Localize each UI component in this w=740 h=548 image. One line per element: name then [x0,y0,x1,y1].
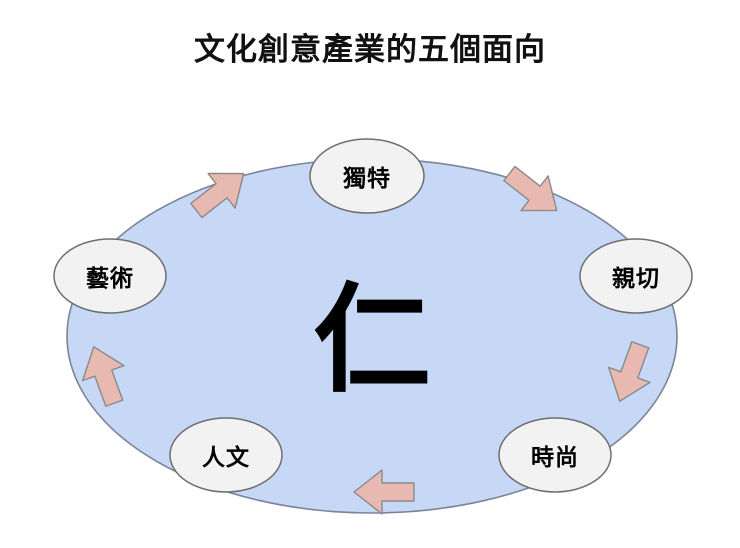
page-title: 文化創意產業的五個面向 [194,32,546,68]
node-ellipse-humanity[interactable] [169,417,283,493]
node-ellipse-fashion[interactable] [498,417,612,493]
node-ellipse-unique[interactable] [309,138,425,214]
node-ellipse-art[interactable] [53,238,167,314]
node-ellipse-kindness[interactable] [579,238,693,314]
